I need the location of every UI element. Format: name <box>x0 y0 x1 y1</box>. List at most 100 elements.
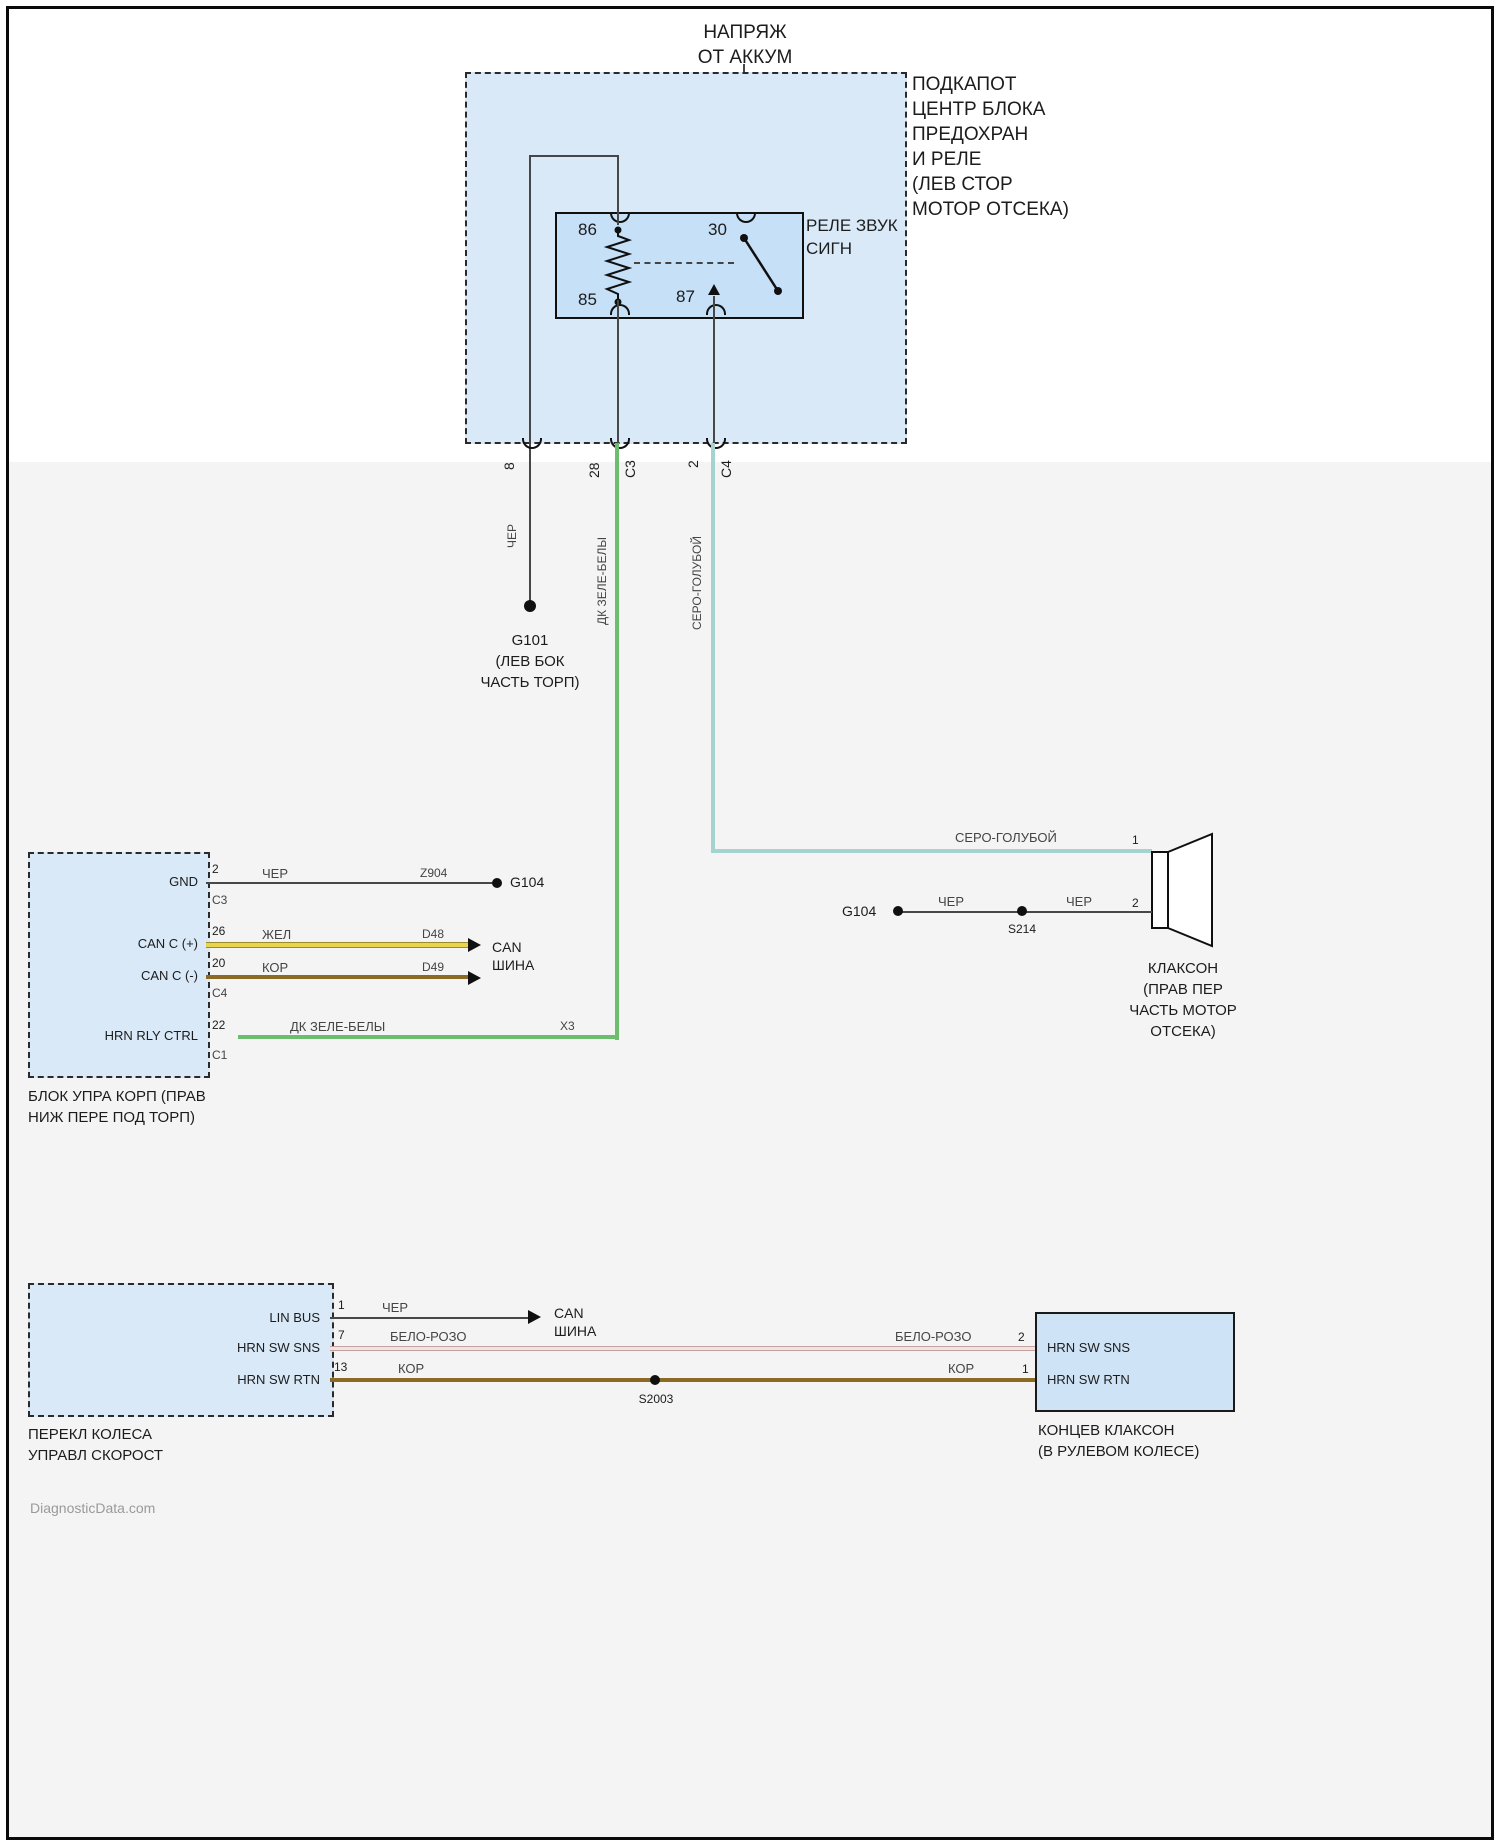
exit-connector-c4-label: C4 <box>718 460 734 478</box>
relay-pin-85-label: 85 <box>578 290 597 309</box>
wire-green-horizontal <box>238 1035 618 1039</box>
bcm-connector-c1-label: C1 <box>212 1048 228 1062</box>
steering-switch-label: ПЕРЕКЛ КОЛЕСА УПРАВЛ СКОРОСТ <box>28 1424 163 1466</box>
horn-label-line2: (ПРАВ ПЕР <box>1143 981 1223 998</box>
page-border <box>6 6 1494 1840</box>
wire-pin87-down <box>713 296 715 443</box>
wire-grayblue-horizontal <box>711 849 1152 853</box>
hornswitch-pin-sns-label: HRN SW SNS <box>1047 1340 1131 1355</box>
can-bus-label-bottom: CAN ШИНА <box>554 1304 596 1340</box>
splice-s2003-dot <box>650 1375 660 1385</box>
coil-symbol-icon <box>603 226 633 306</box>
fusebox-label: ПОДКАПОТ ЦЕНТР БЛОКА ПРЕДОХРАН И РЕЛЕ (Л… <box>912 72 1069 222</box>
bcm-ground-symbol <box>492 878 502 888</box>
bcm-label-line1: БЛОК УПРА КОРП (ПРАВ <box>28 1088 206 1105</box>
bcm-ground-name: G104 <box>510 874 545 890</box>
bcm-pin-gnd-number: 2 <box>212 862 219 876</box>
wire-color-label-yellow: ЖЕЛ <box>262 927 292 942</box>
hornswitch-pin-rtn-number: 1 <box>1022 1362 1029 1376</box>
wire-color-label-whitepink-right: БЕЛО-РОЗО <box>895 1329 972 1344</box>
exit-pin-28-label: 28 <box>586 462 602 478</box>
steering-switch-label-line1: ПЕРЕКЛ КОЛЕСА <box>28 1426 152 1443</box>
sws-pin-hrnswsns-label: HRN SW SNS <box>236 1340 320 1355</box>
wire-color-label-lin: ЧЕР <box>382 1300 409 1315</box>
switch-symbol-icon <box>740 234 782 295</box>
splice-s2003-label: S2003 <box>638 1392 674 1406</box>
wire-can-minus <box>206 975 468 979</box>
fusebox-label-line3: ПРЕДОХРАН <box>912 124 1029 145</box>
bcm-connector-c4-label: C4 <box>212 986 228 1000</box>
horn-ground-symbol <box>893 906 903 916</box>
wire-pin86-to-ground <box>529 155 531 605</box>
wire-color-label-grayblue-horiz: СЕРО-ГОЛУБОЙ <box>955 830 1057 845</box>
relay-name-line2: СИГН <box>806 239 852 258</box>
bcm-pin-gnd-label: GND <box>169 874 198 889</box>
relay-name: РЕЛЕ ЗВУК СИГН <box>806 214 898 260</box>
ground-g101-symbol <box>524 600 536 612</box>
wire-horn-switch-sense <box>330 1346 1035 1351</box>
lin-can-arrow-icon <box>528 1310 541 1324</box>
horn-label-line4: ОТСЕКА) <box>1150 1023 1216 1040</box>
exit-connector-c3-label: C3 <box>622 460 638 478</box>
bcm-pin-hrnrly-number: 22 <box>212 1018 226 1032</box>
steering-switch-label-line2: УПРАВЛ СКОРОСТ <box>28 1447 164 1464</box>
wire-color-label-brown: КОР <box>262 960 289 975</box>
wire-code-x3: X3 <box>560 1019 575 1033</box>
wire-color-label-green-vert: ДК ЗЕЛЕ-БЕЛЫ <box>595 537 609 625</box>
wire-pin85-down <box>617 300 619 443</box>
wire-color-label-bcm-gnd: ЧЕР <box>262 866 289 881</box>
watermark-text: DiagnosticData.com <box>30 1500 156 1516</box>
wire-pin86-up <box>617 155 619 225</box>
can-bus-bottom-line2: ШИНА <box>554 1323 597 1339</box>
sws-pin-hrnswrtn-label: HRN SW RTN <box>237 1372 320 1387</box>
wire-color-label-brown-right: КОР <box>948 1361 975 1376</box>
sws-pin-linbus-number: 1 <box>338 1298 345 1312</box>
relay-pin-86-label: 86 <box>578 220 597 239</box>
relay-pin-87-label: 87 <box>676 287 695 306</box>
horn-switch-label: КОНЦЕВ КЛАКСОН (В РУЛЕВОМ КОЛЕСЕ) <box>1038 1420 1199 1462</box>
wire-color-label-horn-gnd-1: ЧЕР <box>938 894 965 909</box>
horn-label-line3: ЧАСТЬ МОТОР <box>1129 1002 1237 1019</box>
battery-voltage-line1: НАПРЯЖ <box>703 22 787 43</box>
wire-can-plus <box>206 942 468 948</box>
horn-ground-name: G104 <box>842 903 877 919</box>
bcm-pin-canplus-label: CAN C (+) <box>137 936 198 951</box>
hornswitch-pin-sns-number: 2 <box>1018 1330 1025 1344</box>
wire-color-label-horn-gnd-2: ЧЕР <box>1066 894 1093 909</box>
fusebox-label-line5: (ЛЕВ СТОР <box>912 174 1013 195</box>
horn-pin1-number: 1 <box>1132 833 1139 847</box>
connector-arc-pin85 <box>610 304 630 315</box>
connector-arc-pin87 <box>706 304 726 315</box>
battery-voltage-label: НАПРЯЖ ОТ АККУМ <box>660 20 830 70</box>
sws-pin-hrnswrtn-number: 13 <box>334 1360 348 1374</box>
can-bus-bottom-line1: CAN <box>554 1305 584 1321</box>
horn-label: КЛАКСОН (ПРАВ ПЕР ЧАСТЬ МОТОР ОТСЕКА) <box>1118 958 1248 1042</box>
sws-pin-linbus-label: LIN BUS <box>269 1310 320 1325</box>
wire-bcm-ground <box>206 882 497 884</box>
horn-switch-label-line2: (В РУЛЕВОМ КОЛЕСЕ) <box>1038 1443 1200 1460</box>
steering-switch-box <box>28 1283 334 1417</box>
wire-code-z904: Z904 <box>420 866 448 880</box>
horn-switch-box <box>1035 1312 1235 1412</box>
can-bus-label-line2: ШИНА <box>492 957 535 973</box>
wire-green-vertical <box>615 443 619 1040</box>
exit-pin-2-label: 2 <box>685 460 701 468</box>
sws-pin-hrnswsns-number: 7 <box>338 1328 345 1342</box>
wire-code-d48: D48 <box>422 927 445 941</box>
fusebox-label-line6: МОТОР ОТСЕКА) <box>912 199 1069 220</box>
wire-color-label-green-horiz: ДК ЗЕЛЕ-БЕЛЫ <box>290 1019 386 1034</box>
wire-color-label-whitepink-left: БЕЛО-РОЗО <box>390 1329 467 1344</box>
fusebox-label-line4: И РЕЛЕ <box>912 149 982 170</box>
can-bus-label-line1: CAN <box>492 939 522 955</box>
horn-label-line1: КЛАКСОН <box>1147 960 1219 977</box>
hornswitch-pin-rtn-label: HRN SW RTN <box>1047 1372 1130 1387</box>
bcm-pin-canminus-label: CAN C (-) <box>140 968 198 983</box>
ground-g101-name: G101 <box>511 632 549 649</box>
wire-horn-switch-return <box>330 1378 1035 1382</box>
wire-color-label-grayblue-vert: СЕРО-ГОЛУБОЙ <box>690 536 704 630</box>
wire-color-label-brown-left: КОР <box>398 1361 425 1376</box>
ground-g101-label: G101 (ЛЕВ БОК ЧАСТЬ ТОРП) <box>468 630 592 693</box>
wire-lin-bus <box>330 1317 528 1319</box>
pin87-contact-arrow-icon <box>708 284 720 295</box>
